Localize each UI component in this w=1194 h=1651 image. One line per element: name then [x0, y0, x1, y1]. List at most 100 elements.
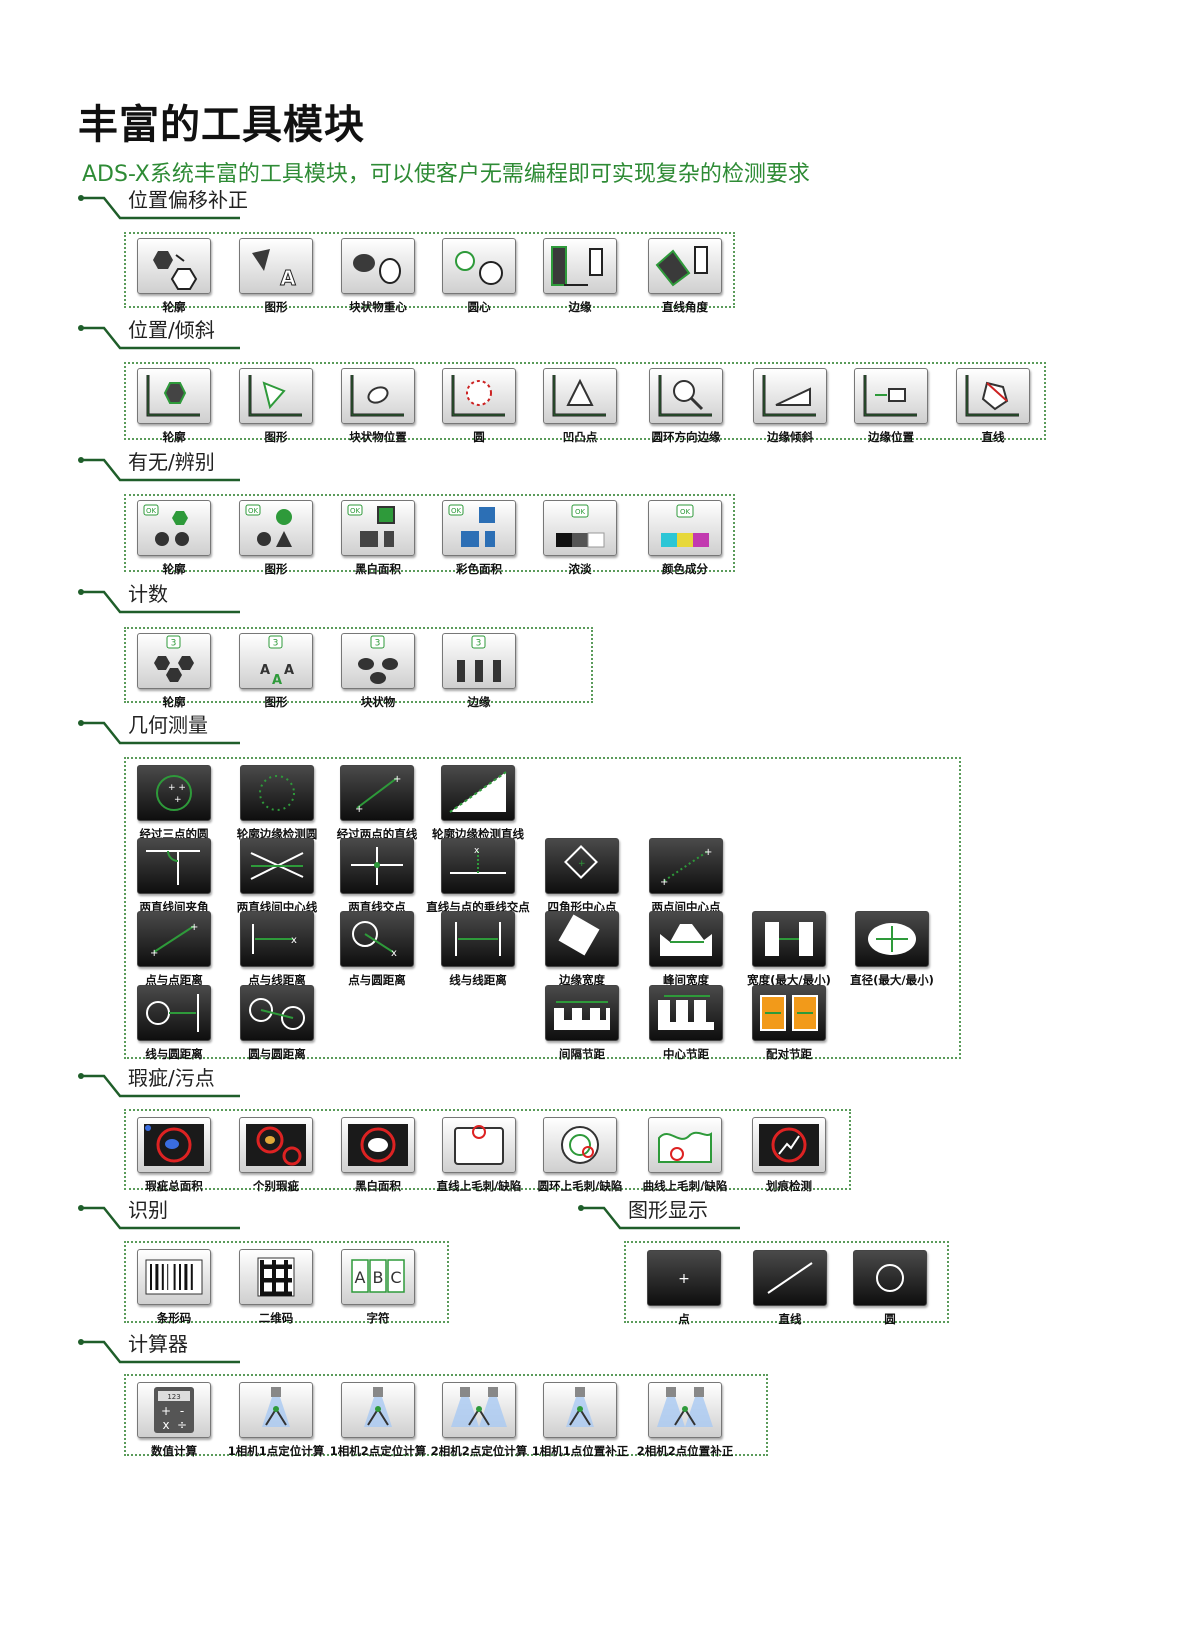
svg-text:OK: OK [248, 507, 259, 515]
tool-button[interactable]: 两直线间中心线 [225, 838, 329, 915]
tool-button[interactable]: 直线 [941, 368, 1045, 445]
tool-icon [648, 238, 722, 294]
tool-button[interactable]: 边缘 [528, 238, 632, 315]
tool-button[interactable]: 线与线距离 [426, 911, 530, 988]
tool-button[interactable]: 轮廓 [122, 368, 226, 445]
tool-icon: ++ [137, 911, 211, 967]
svg-text:x: x [391, 948, 397, 959]
section-header: 位置偏移补正 [78, 188, 248, 228]
tool-button[interactable]: 个别瑕疵 [224, 1117, 328, 1194]
tool-button[interactable]: 峰间宽度 [634, 911, 738, 988]
tool-button[interactable]: 配对节距 [737, 985, 841, 1062]
tool-button[interactable]: 边缘位置 [839, 368, 943, 445]
svg-text:x: x [474, 846, 480, 856]
tool-group-box [124, 757, 961, 1059]
tool-button[interactable]: 圆 [838, 1250, 942, 1327]
tool-icon [239, 1249, 313, 1305]
section-title: 计算器 [128, 1332, 188, 1356]
tool-button[interactable]: 2相机2点位置补正 [633, 1382, 737, 1459]
tool-button[interactable]: 2相机2点定位计算 [427, 1382, 531, 1459]
tool-button[interactable]: 直径(最大/最小) [840, 911, 944, 988]
tool-button[interactable]: 圆心 [427, 238, 531, 315]
svg-text:A: A [260, 663, 270, 678]
tool-label: 凹凸点 [562, 430, 598, 444]
tool-button[interactable]: 中心节距 [634, 985, 738, 1062]
tool-button[interactable]: 直线上毛刺/缺陷 [427, 1117, 531, 1194]
tool-button[interactable]: 边缘倾斜 [738, 368, 842, 445]
tool-label: 2相机2点定位计算 [430, 1444, 528, 1458]
tool-button[interactable]: 间隔节距 [530, 985, 634, 1062]
svg-text:OK: OK [680, 508, 691, 516]
tool-label: 两直线间夹角 [139, 900, 209, 914]
tool-label: 间隔节距 [559, 1047, 605, 1061]
tool-button[interactable]: 凹凸点 [528, 368, 632, 445]
tool-button[interactable]: 条形码 [122, 1249, 226, 1326]
tool-button[interactable]: 直线 [738, 1250, 842, 1327]
svg-text:3: 3 [375, 639, 381, 649]
tool-button[interactable]: 块状物重心 [326, 238, 430, 315]
tool-button[interactable]: 圆环上毛刺/缺陷 [528, 1117, 632, 1194]
svg-text:+: + [174, 795, 182, 805]
tool-button[interactable]: 划痕检测 [737, 1117, 841, 1194]
tool-button[interactable]: 3 块状物 [326, 633, 430, 710]
tool-button[interactable]: 1相机1点定位计算 [224, 1382, 328, 1459]
tool-icon [137, 368, 211, 424]
tool-button[interactable]: 二维码 [224, 1249, 328, 1326]
tool-group-box [124, 1241, 449, 1323]
tool-button[interactable]: 1相机2点定位计算 [326, 1382, 430, 1459]
tool-button[interactable]: 两直线间夹角 [122, 838, 226, 915]
tool-label: 边缘 [467, 695, 491, 709]
tool-button[interactable]: 圆环方向边缘 [634, 368, 738, 445]
tool-icon [137, 985, 211, 1041]
tool-icon [752, 911, 826, 967]
tool-button[interactable]: 块状物位置 [326, 368, 430, 445]
tool-button[interactable]: 123+-x÷数值计算 [122, 1382, 226, 1459]
tool-button[interactable]: +点 [632, 1250, 736, 1327]
tool-button[interactable]: 宽度(最大/最小) [737, 911, 841, 988]
section-header: 位置/倾斜 [78, 318, 248, 358]
tool-button[interactable]: ++经过两点的直线 [325, 765, 429, 842]
tool-label: 圆 [473, 430, 485, 444]
tool-button[interactable]: 轮廓边缘检测直线 [426, 765, 530, 842]
tool-button[interactable]: ++点与点距离 [122, 911, 226, 988]
tool-button[interactable]: ++两点间中心点 [634, 838, 738, 915]
tool-button[interactable]: 直线角度 [633, 238, 737, 315]
svg-text:B: B [373, 1268, 384, 1287]
tool-button[interactable]: 1相机1点位置补正 [528, 1382, 632, 1459]
tool-button[interactable]: 边缘宽度 [530, 911, 634, 988]
tool-button[interactable]: 两直线交点 [325, 838, 429, 915]
tool-icon [545, 985, 619, 1041]
tool-button[interactable]: 圆与圆距离 [225, 985, 329, 1062]
tool-button[interactable]: 线与圆距离 [122, 985, 226, 1062]
tool-button[interactable]: 图形 [224, 368, 328, 445]
tool-button[interactable]: 轮廓 [122, 238, 226, 315]
tool-label: 块状物 [360, 695, 396, 709]
tool-button[interactable]: 轮廓边缘检测圆 [225, 765, 329, 842]
section-title: 有无/辨别 [128, 450, 215, 474]
tool-button[interactable]: +四角形中心点 [530, 838, 634, 915]
tool-button[interactable]: 曲线上毛刺/缺陷 [633, 1117, 737, 1194]
svg-text:OK: OK [575, 508, 586, 516]
tool-button[interactable]: 黑白面积 [326, 1117, 430, 1194]
tool-icon [240, 985, 314, 1041]
tool-icon [753, 368, 827, 424]
svg-text:3: 3 [171, 639, 177, 649]
tool-button[interactable]: 圆 [427, 368, 531, 445]
tool-button[interactable]: 瑕疵总面积 [122, 1117, 226, 1194]
tool-group-box [124, 1374, 768, 1456]
tool-button[interactable]: + ++经过三点的圆 [122, 765, 226, 842]
